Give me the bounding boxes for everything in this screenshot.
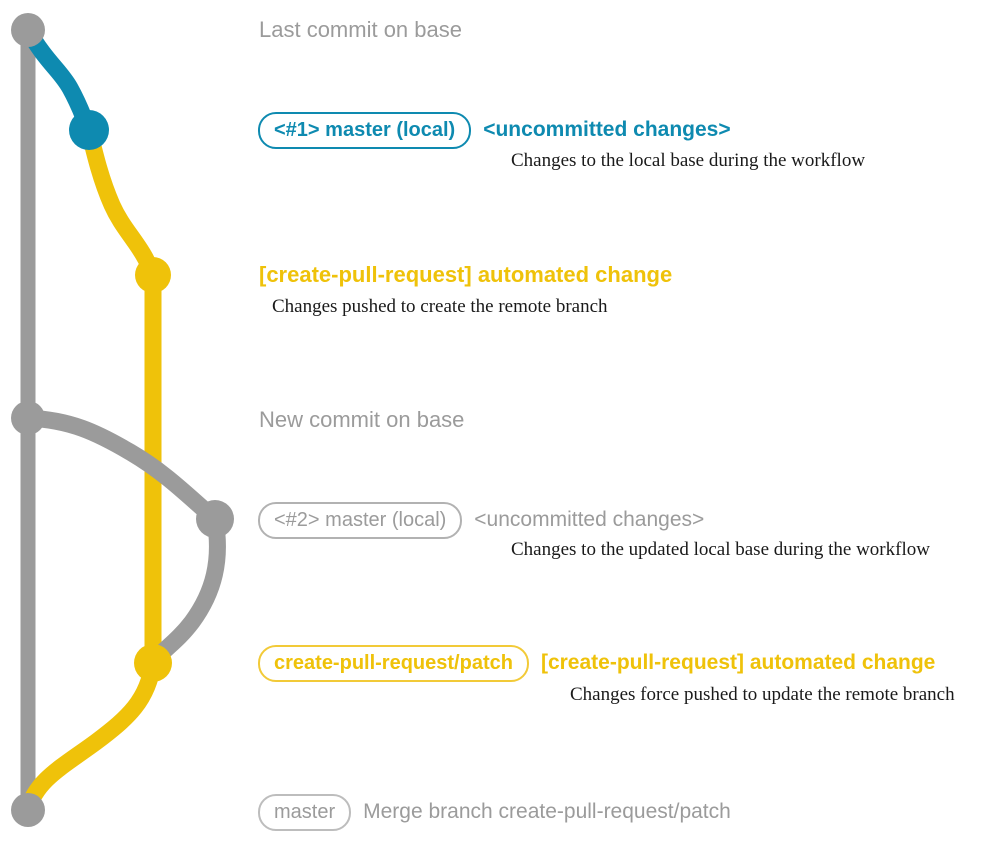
gold-branch-merge-line bbox=[19, 654, 162, 819]
commit-node-auto-2[interactable] bbox=[134, 644, 172, 682]
gray-branch-return-line bbox=[144, 510, 226, 672]
commit-note-auto-1: Changes pushed to create the remote bran… bbox=[272, 296, 608, 317]
commit-subject-auto-2: [create-pull-request] automated change bbox=[540, 651, 936, 674]
commit-note-local-1: Changes to the local base during the wor… bbox=[511, 150, 866, 171]
row-local-1: <#1> master (local) <uncommitted changes… bbox=[258, 112, 731, 149]
badge-wrap-local-2: <#2> master (local) bbox=[258, 502, 463, 539]
gray-branch-out-line bbox=[19, 409, 224, 528]
gold-branch-upper-line bbox=[80, 121, 162, 284]
heading-new-commit-on-base: New commit on base bbox=[259, 407, 465, 432]
commit-node-base-last[interactable] bbox=[11, 13, 45, 47]
commit-subject-local-2: <uncommitted changes> bbox=[474, 508, 705, 531]
branch-badge-local-1[interactable]: <#1> master (local) bbox=[258, 112, 472, 149]
branch-badge-master[interactable]: master bbox=[258, 794, 352, 831]
commit-node-base-new[interactable] bbox=[11, 401, 45, 435]
commit-note-local-2: Changes to the updated local base during… bbox=[511, 539, 930, 560]
commit-note-auto-2: Changes force pushed to update the remot… bbox=[570, 684, 955, 705]
commit-node-auto-1[interactable] bbox=[135, 257, 171, 293]
badge-wrap-auto-2: create-pull-request/patch bbox=[258, 645, 529, 682]
row-local-2: <#2> master (local) <uncommitted changes… bbox=[258, 502, 704, 539]
commit-subject-merge: Merge branch create-pull-request/patch bbox=[363, 800, 731, 823]
commit-node-local-2[interactable] bbox=[196, 500, 234, 538]
row-merge: master Merge branch create-pull-request/… bbox=[258, 794, 731, 831]
badge-wrap-local-1: <#1> master (local) bbox=[258, 112, 472, 149]
branch-badge-local-2[interactable]: <#2> master (local) bbox=[258, 502, 463, 539]
commit-node-local-1[interactable] bbox=[69, 110, 109, 150]
branch-badge-create-pull-request-patch[interactable]: create-pull-request/patch bbox=[258, 645, 529, 682]
heading-last-commit-on-base: Last commit on base bbox=[259, 17, 462, 42]
commit-subject-local-1: <uncommitted changes> bbox=[483, 118, 731, 141]
row-auto-2: create-pull-request/patch [create-pull-r… bbox=[258, 645, 935, 682]
commit-title-auto-1: [create-pull-request] automated change bbox=[259, 262, 673, 287]
commit-node-merge[interactable] bbox=[11, 793, 45, 827]
badge-wrap-master: master bbox=[258, 794, 352, 831]
